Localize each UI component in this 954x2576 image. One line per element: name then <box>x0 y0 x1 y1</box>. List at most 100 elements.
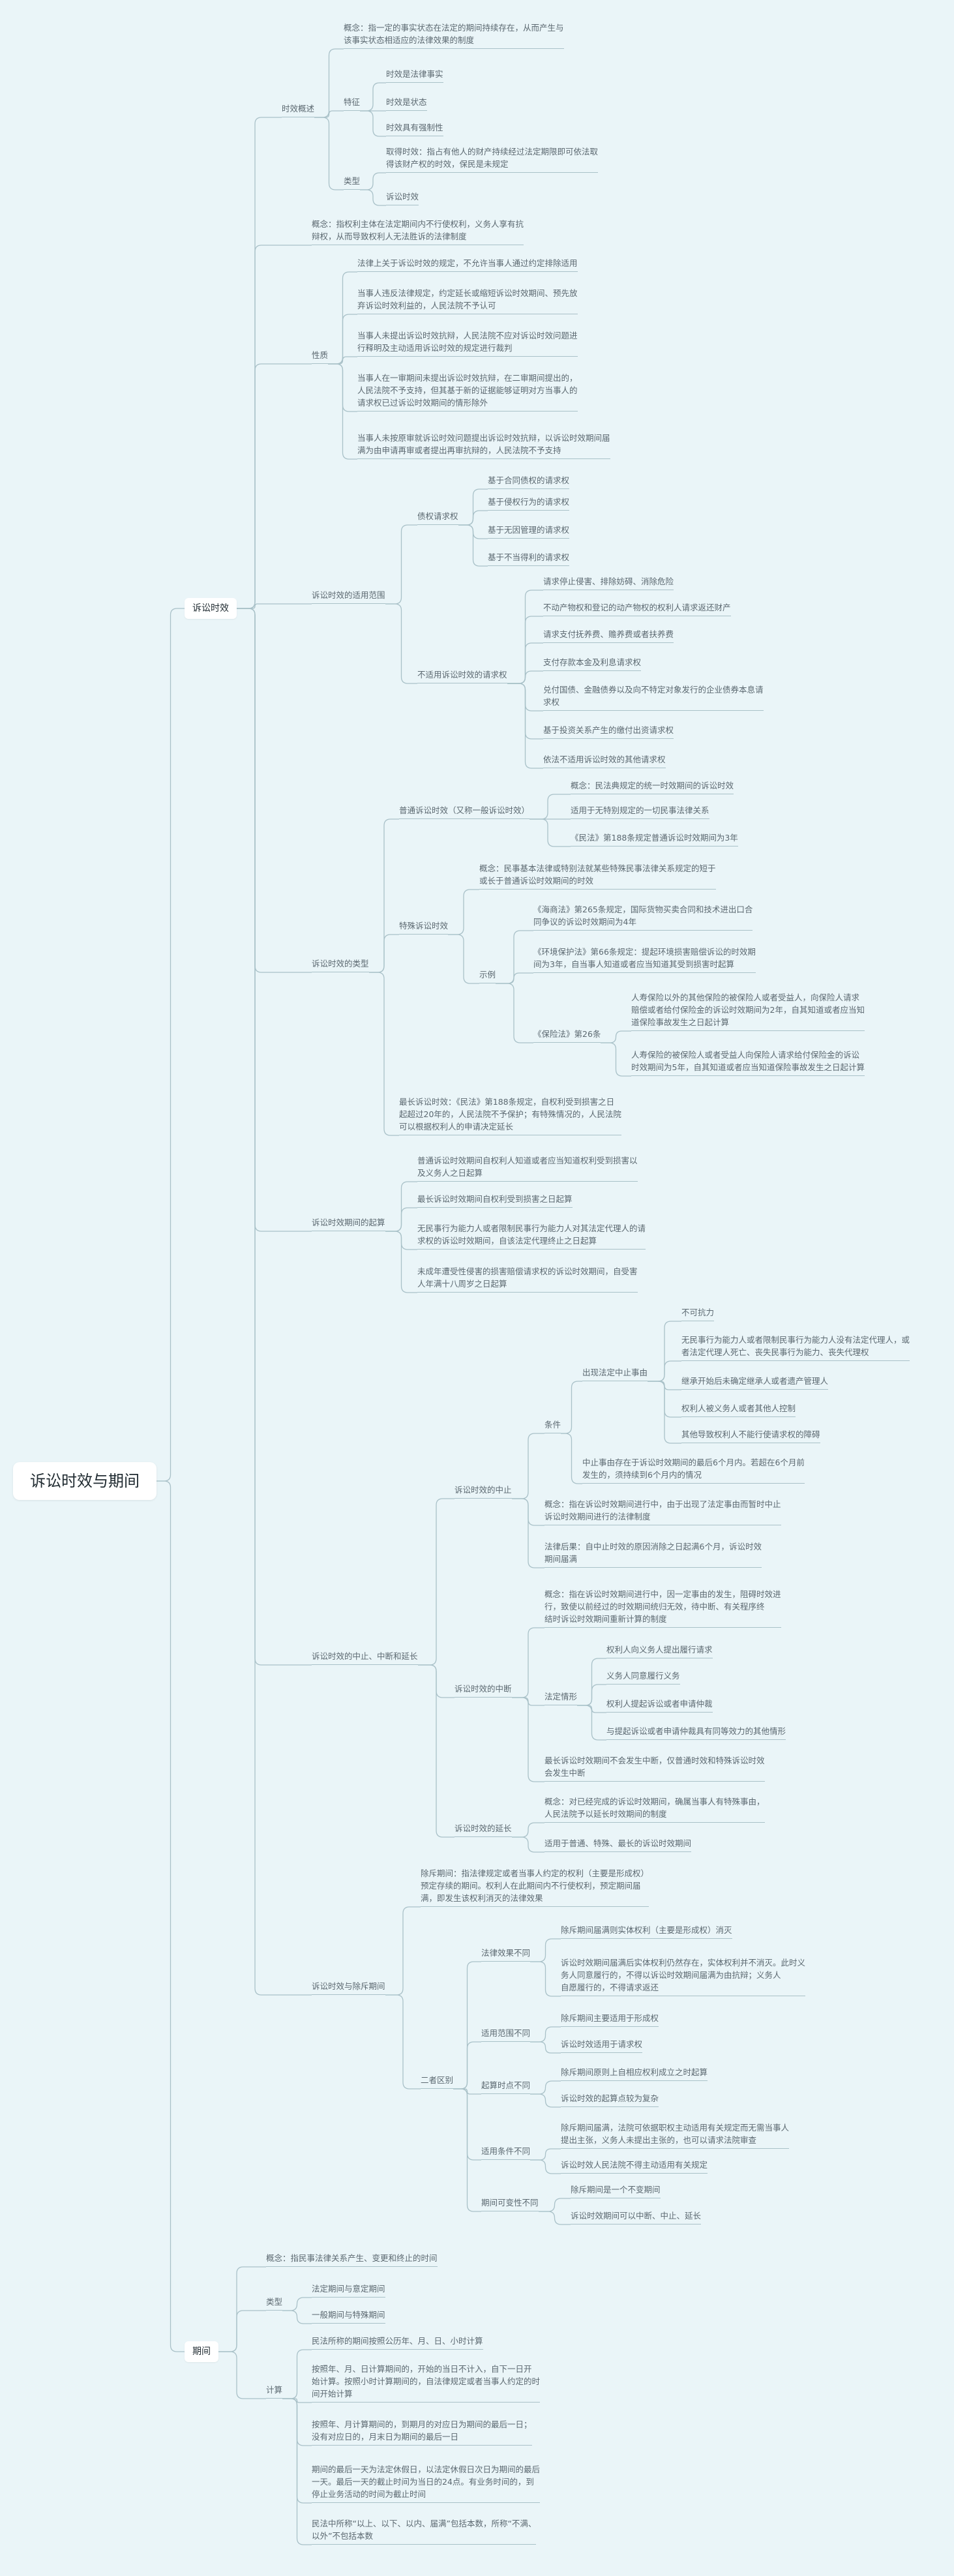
node-text: 未成年遭受性侵害的损害赔偿请求权的诉讼时效期间，自受害 人年满十八周岁之日起算 <box>417 1266 638 1289</box>
connector-sx1c2 <box>360 189 386 206</box>
topic-node-qj2b: 一般期间与特殊期间 <box>312 2309 385 2324</box>
node-underline <box>266 2266 438 2267</box>
node-text: 继承开始后未确定继承人或者遗产管理人 <box>681 1376 829 1386</box>
node-text: 类型 <box>266 2297 283 2307</box>
node-text: 人寿保险以外的其他保险的被保险人或者受益人，向保险人请求 赔偿或者给付保险金的诉… <box>631 993 865 1027</box>
topic-node-sx7c1: 概念：对已经完成的诉讼时效期间，确属当事人有特殊事由， 人民法院予以延长时效期间… <box>544 1795 765 1823</box>
node-text: 诉讼时效的适用范围 <box>312 590 385 600</box>
connector-sx7c <box>418 1664 455 1838</box>
node-underline <box>681 1416 796 1417</box>
node-text: 诉讼时效与期间 <box>30 1472 140 1490</box>
connector-sx7a3 <box>512 1498 544 1568</box>
node-text: 不适用诉讼时效的请求权 <box>417 670 507 680</box>
node-underline <box>357 458 610 459</box>
node-underline <box>561 2106 659 2107</box>
topic-node-sx3a: 法律上关于诉讼时效的规定，不允许当事人通过约定排除适用 <box>357 257 578 272</box>
topic-node-sx5b2: 示例 <box>479 968 496 983</box>
connector-sx5a3 <box>529 818 571 847</box>
node-text: 不动产物权和登记的动产物权的权利人请求返还财产 <box>543 603 731 612</box>
topic-node-sx1b1: 时效是法律事实 <box>386 68 443 83</box>
node-underline <box>488 565 570 566</box>
topic-node-sx7a1a4: 权利人被义务人或者其他人控制 <box>681 1402 796 1417</box>
node-text: 请求停止侵害、排除妨碍、消除危险 <box>543 577 674 586</box>
node-underline <box>312 2402 541 2403</box>
topic-node-sx8b4: 适用条件不同 <box>481 2145 531 2160</box>
topic-node-sx1: 时效概述 <box>282 102 315 117</box>
node-underline <box>544 1567 762 1568</box>
connector-sx8b2b <box>530 2041 561 2054</box>
topic-node-sx4a: 债权请求权 <box>417 510 458 525</box>
topic-node-sx5b2b: 《环境保护法》第66条规定：提起环境损害赔偿诉讼的时效期 间为3年，自当事人知道… <box>533 946 756 973</box>
connector-sx7b3 <box>512 1697 544 1782</box>
node-underline <box>421 2088 454 2089</box>
node-text: 诉讼时效适用于请求权 <box>561 2039 643 2049</box>
connector-sx8b3 <box>453 2088 481 2095</box>
topic-node-sx6: 诉讼时效期间的起算 <box>312 1216 385 1231</box>
topic-node-sx6b: 最长诉讼时效期间自权利受到损害之日起算 <box>417 1193 573 1208</box>
topic-node-sx7a1a5: 其他导致权利人不能行使请求权的障碍 <box>681 1428 820 1443</box>
topic-node-sx5c: 最长诉讼时效：《民法》第188条规定，自权利受到损害之日 起超过20年的，人民法… <box>399 1096 621 1135</box>
connector-sx7c1 <box>512 1822 544 1838</box>
topic-node-sx7a1a1: 不可抗力 <box>681 1306 715 1321</box>
node-text: 基于侵权行为的请求权 <box>488 497 570 507</box>
node-underline <box>386 82 443 83</box>
connector-qj3 <box>218 2351 266 2399</box>
topic-node-sx5b1: 概念：民事基本法律或特别法就某些特殊民事法律关系规定的短于 或长于普通诉讼时效期… <box>479 862 716 890</box>
connector-sx8 <box>237 608 312 1996</box>
node-text: 其他导致权利人不能行使请求权的障碍 <box>681 1430 820 1439</box>
connector-sx8b1b <box>530 1961 561 1997</box>
connector-sx6d <box>385 1231 417 1293</box>
node-underline <box>417 1181 638 1182</box>
node-text: 示例 <box>479 970 496 980</box>
connector-sx8b5a <box>539 2198 571 2212</box>
main-branch-qj: 期间 <box>185 2341 218 2362</box>
connector-qj2 <box>218 2310 266 2352</box>
node-text: 概念：指在诉讼时效期间进行中，由于出现了法定事由而暂时中止 诉讼时效期间进行的法… <box>544 1499 781 1521</box>
node-underline <box>344 110 361 111</box>
node-text: 二者区别 <box>421 2075 454 2085</box>
node-underline <box>606 1684 680 1685</box>
connector-sx4a <box>385 524 417 605</box>
connector-sx7b2d <box>577 1705 606 1741</box>
connector-sx8b3b <box>530 2093 561 2108</box>
node-text: 权利人提起诉讼或者申请仲裁 <box>606 1699 713 1709</box>
node-text: 《保险法》第26条 <box>533 1029 601 1039</box>
connector-sx8b2a <box>530 2026 561 2043</box>
node-text: 法律效果不同 <box>481 1948 531 1958</box>
node-underline <box>488 488 570 489</box>
topic-node-sx4b: 不适用诉讼时效的请求权 <box>417 668 507 683</box>
node-text: 依法不适用诉讼时效的其他请求权 <box>543 755 666 764</box>
node-text: 权利人被义务人或者其他人控制 <box>681 1403 796 1413</box>
topic-node-sx8b5b: 诉讼时效期间可以中断、中止、延长 <box>571 2209 702 2224</box>
node-underline <box>312 2323 385 2324</box>
topic-node-sx6a: 普通诉讼时效期间自权利人知道或者应当知道权利受到损害以 及义务人之日起算 <box>417 1154 638 1182</box>
node-underline <box>399 934 449 935</box>
connector-qj2a <box>282 2297 312 2311</box>
node-text: 兑付国债、金融债券以及向不特定对象发行的企业债券本息请 求权 <box>543 685 764 707</box>
topic-node-qj2: 类型 <box>266 2296 283 2311</box>
node-underline <box>399 818 530 819</box>
topic-node-sx4b1: 请求停止侵害、排除妨碍、消除危险 <box>543 575 674 590</box>
connector-sx5b1 <box>448 889 479 935</box>
topic-node-sx5a3: 《民法》第188条规定普通诉讼时效期间为3年 <box>571 831 738 846</box>
topic-node-sx7: 诉讼时效的中止、中断和延长 <box>312 1650 418 1665</box>
node-text: 概念：指在诉讼时效期间进行中，因一定事由的发生，阻碍时效进 行，致使以前经过的时… <box>544 1589 781 1624</box>
connector-sx1b3 <box>360 110 386 137</box>
connector-sx7c2 <box>512 1836 544 1853</box>
connector-sx6b <box>385 1207 417 1232</box>
node-text: 除斥期间原则上自相应权利成立之时起算 <box>561 2067 708 2077</box>
topic-node-sx1b3: 时效具有强制性 <box>386 121 443 136</box>
topic-node-sx8b5a: 除斥期间是一个不变期间 <box>571 2183 661 2198</box>
node-text: 起算时点不同 <box>481 2080 531 2090</box>
connector-sx8b4b <box>530 2159 561 2174</box>
node-text: 普通诉讼时效（又称一般诉讼时效） <box>399 805 530 815</box>
node-underline <box>312 2445 532 2446</box>
topic-node-sx5b2c1: 人寿保险以外的其他保险的被保险人或者受益人，向保险人请求 赔偿或者给付保险金的诉… <box>631 991 865 1031</box>
topic-node-sx4b6: 基于投资关系产生的缴付出资请求权 <box>543 724 674 739</box>
node-underline <box>386 110 427 111</box>
connector-sx8b3a <box>530 2080 561 2095</box>
topic-node-sx8b1b: 诉讼时效期间届满后实体权利仍然存在，实体权利并不消灭。此时义 务人同意履行的，不… <box>561 1956 806 1996</box>
topic-node-sx4a1: 基于合同债权的请求权 <box>488 474 570 489</box>
node-text: 期间可变性不同 <box>481 2198 539 2208</box>
node-underline <box>481 2159 531 2160</box>
